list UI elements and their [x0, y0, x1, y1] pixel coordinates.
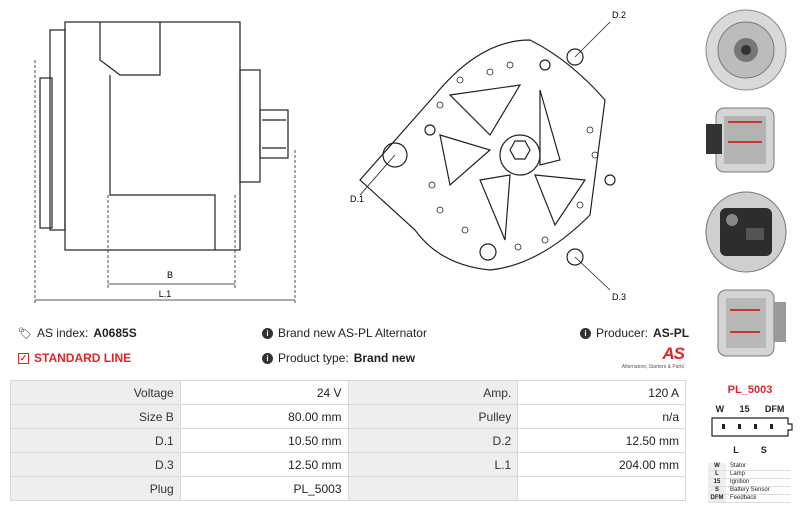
photo-back-view: [705, 191, 787, 273]
brand-new-row: i Brand new AS-PL Alternator: [262, 326, 427, 340]
legend-desc: Feedback: [730, 495, 757, 501]
spec-value: 24 V: [179, 380, 349, 405]
spec-label: D.3: [10, 452, 181, 477]
producer-value: AS-PL: [653, 326, 690, 340]
product-photos: [690, 0, 800, 380]
label-d2: D.2: [612, 10, 626, 20]
label-l1: L.1: [159, 289, 172, 299]
legend-code: S: [708, 487, 726, 494]
logo-tagline: Alternators, Starters & Parts: [621, 364, 684, 370]
legend-desc: Ignition: [730, 479, 750, 485]
legend-code: L: [708, 471, 726, 478]
legend-desc: Stator: [730, 463, 747, 469]
spec-label: [347, 476, 519, 501]
spec-value: 10.50 mm: [179, 428, 349, 453]
product-type-row: i Product type: Brand new: [262, 351, 415, 365]
spec-value: 80.00 mm: [179, 404, 349, 429]
plug-title: PL_5003: [727, 384, 773, 396]
spec-label: Pulley: [347, 404, 519, 429]
checkbox-icon: ✓: [18, 352, 29, 364]
pin-15-label: 15: [739, 404, 750, 414]
legend-code: W: [708, 463, 726, 470]
as-index-row: 🏷︎ AS index: A0685S: [18, 326, 137, 340]
side-view-drawing: B L.1: [34, 21, 296, 305]
standard-line-row: ✓ STANDARD LINE: [18, 351, 131, 365]
label-d3: D.3: [612, 292, 626, 302]
label-d1: D.1: [350, 194, 364, 204]
pin-dfm-label: DFM: [764, 404, 785, 414]
spec-value: n/a: [517, 404, 686, 429]
standard-line-label: STANDARD LINE: [34, 351, 132, 365]
logo-text: AS: [662, 344, 685, 363]
tag-icon: 🏷︎: [18, 327, 32, 340]
spec-value: 204.00 mm: [517, 452, 686, 477]
legend-desc: Lamp: [730, 471, 746, 477]
plug-top-labels: W 15 DFM: [700, 404, 800, 414]
spec-label: Plug: [10, 476, 181, 501]
pin-l-label: L: [733, 445, 739, 455]
as-pl-logo: AS Alternators, Starters & Parts: [618, 344, 685, 370]
spec-value: 12.50 mm: [517, 428, 686, 453]
legend-row: L Lamp: [708, 471, 790, 479]
photo-side-view-2: [717, 289, 786, 357]
legend-code: DFM: [708, 495, 726, 502]
plug-connector-icon: [711, 417, 793, 437]
spec-value: 12.50 mm: [179, 452, 349, 477]
legend-row: S Battery Sensor: [708, 487, 790, 495]
legend-row: DFM Feedback: [708, 495, 790, 503]
legend-row: 15 Ignition: [708, 479, 790, 487]
brand-new-text: Brand new AS-PL Alternator: [278, 326, 427, 340]
producer-label: Producer:: [596, 326, 649, 340]
info-icon: i: [262, 352, 273, 364]
info-icon: i: [262, 327, 273, 339]
as-index-label: AS index:: [36, 326, 89, 340]
photo-side-view: [706, 107, 775, 173]
spec-value: PL_5003: [179, 476, 349, 501]
spec-label: Size B: [10, 404, 181, 429]
label-b: B: [167, 270, 173, 280]
legend-desc: Battery Sensor: [730, 487, 770, 493]
spec-label: L.1: [347, 452, 519, 477]
plug-bottom-labels: L S: [700, 445, 800, 455]
legend-code: 15: [708, 479, 726, 486]
product-type-label: Product type:: [278, 351, 349, 365]
as-index-value: A0685S: [93, 326, 137, 340]
legend-row: W Stator: [708, 463, 790, 471]
spec-label: D.1: [10, 428, 181, 453]
producer-row: i Producer: AS-PL: [580, 326, 689, 340]
spec-value: [517, 476, 686, 501]
spec-label: Amp.: [347, 380, 519, 405]
front-view-drawing: D.1 D.2 D.3: [350, 10, 626, 302]
info-icon: i: [580, 327, 591, 339]
spec-label: Voltage: [10, 380, 181, 405]
pin-s-label: S: [760, 445, 767, 455]
photo-front-view: [705, 9, 787, 91]
pin-w-label: W: [715, 404, 725, 414]
spec-value: 120 A: [517, 380, 686, 405]
spec-label: D.2: [347, 428, 519, 453]
product-type-value: Brand new: [353, 351, 416, 365]
